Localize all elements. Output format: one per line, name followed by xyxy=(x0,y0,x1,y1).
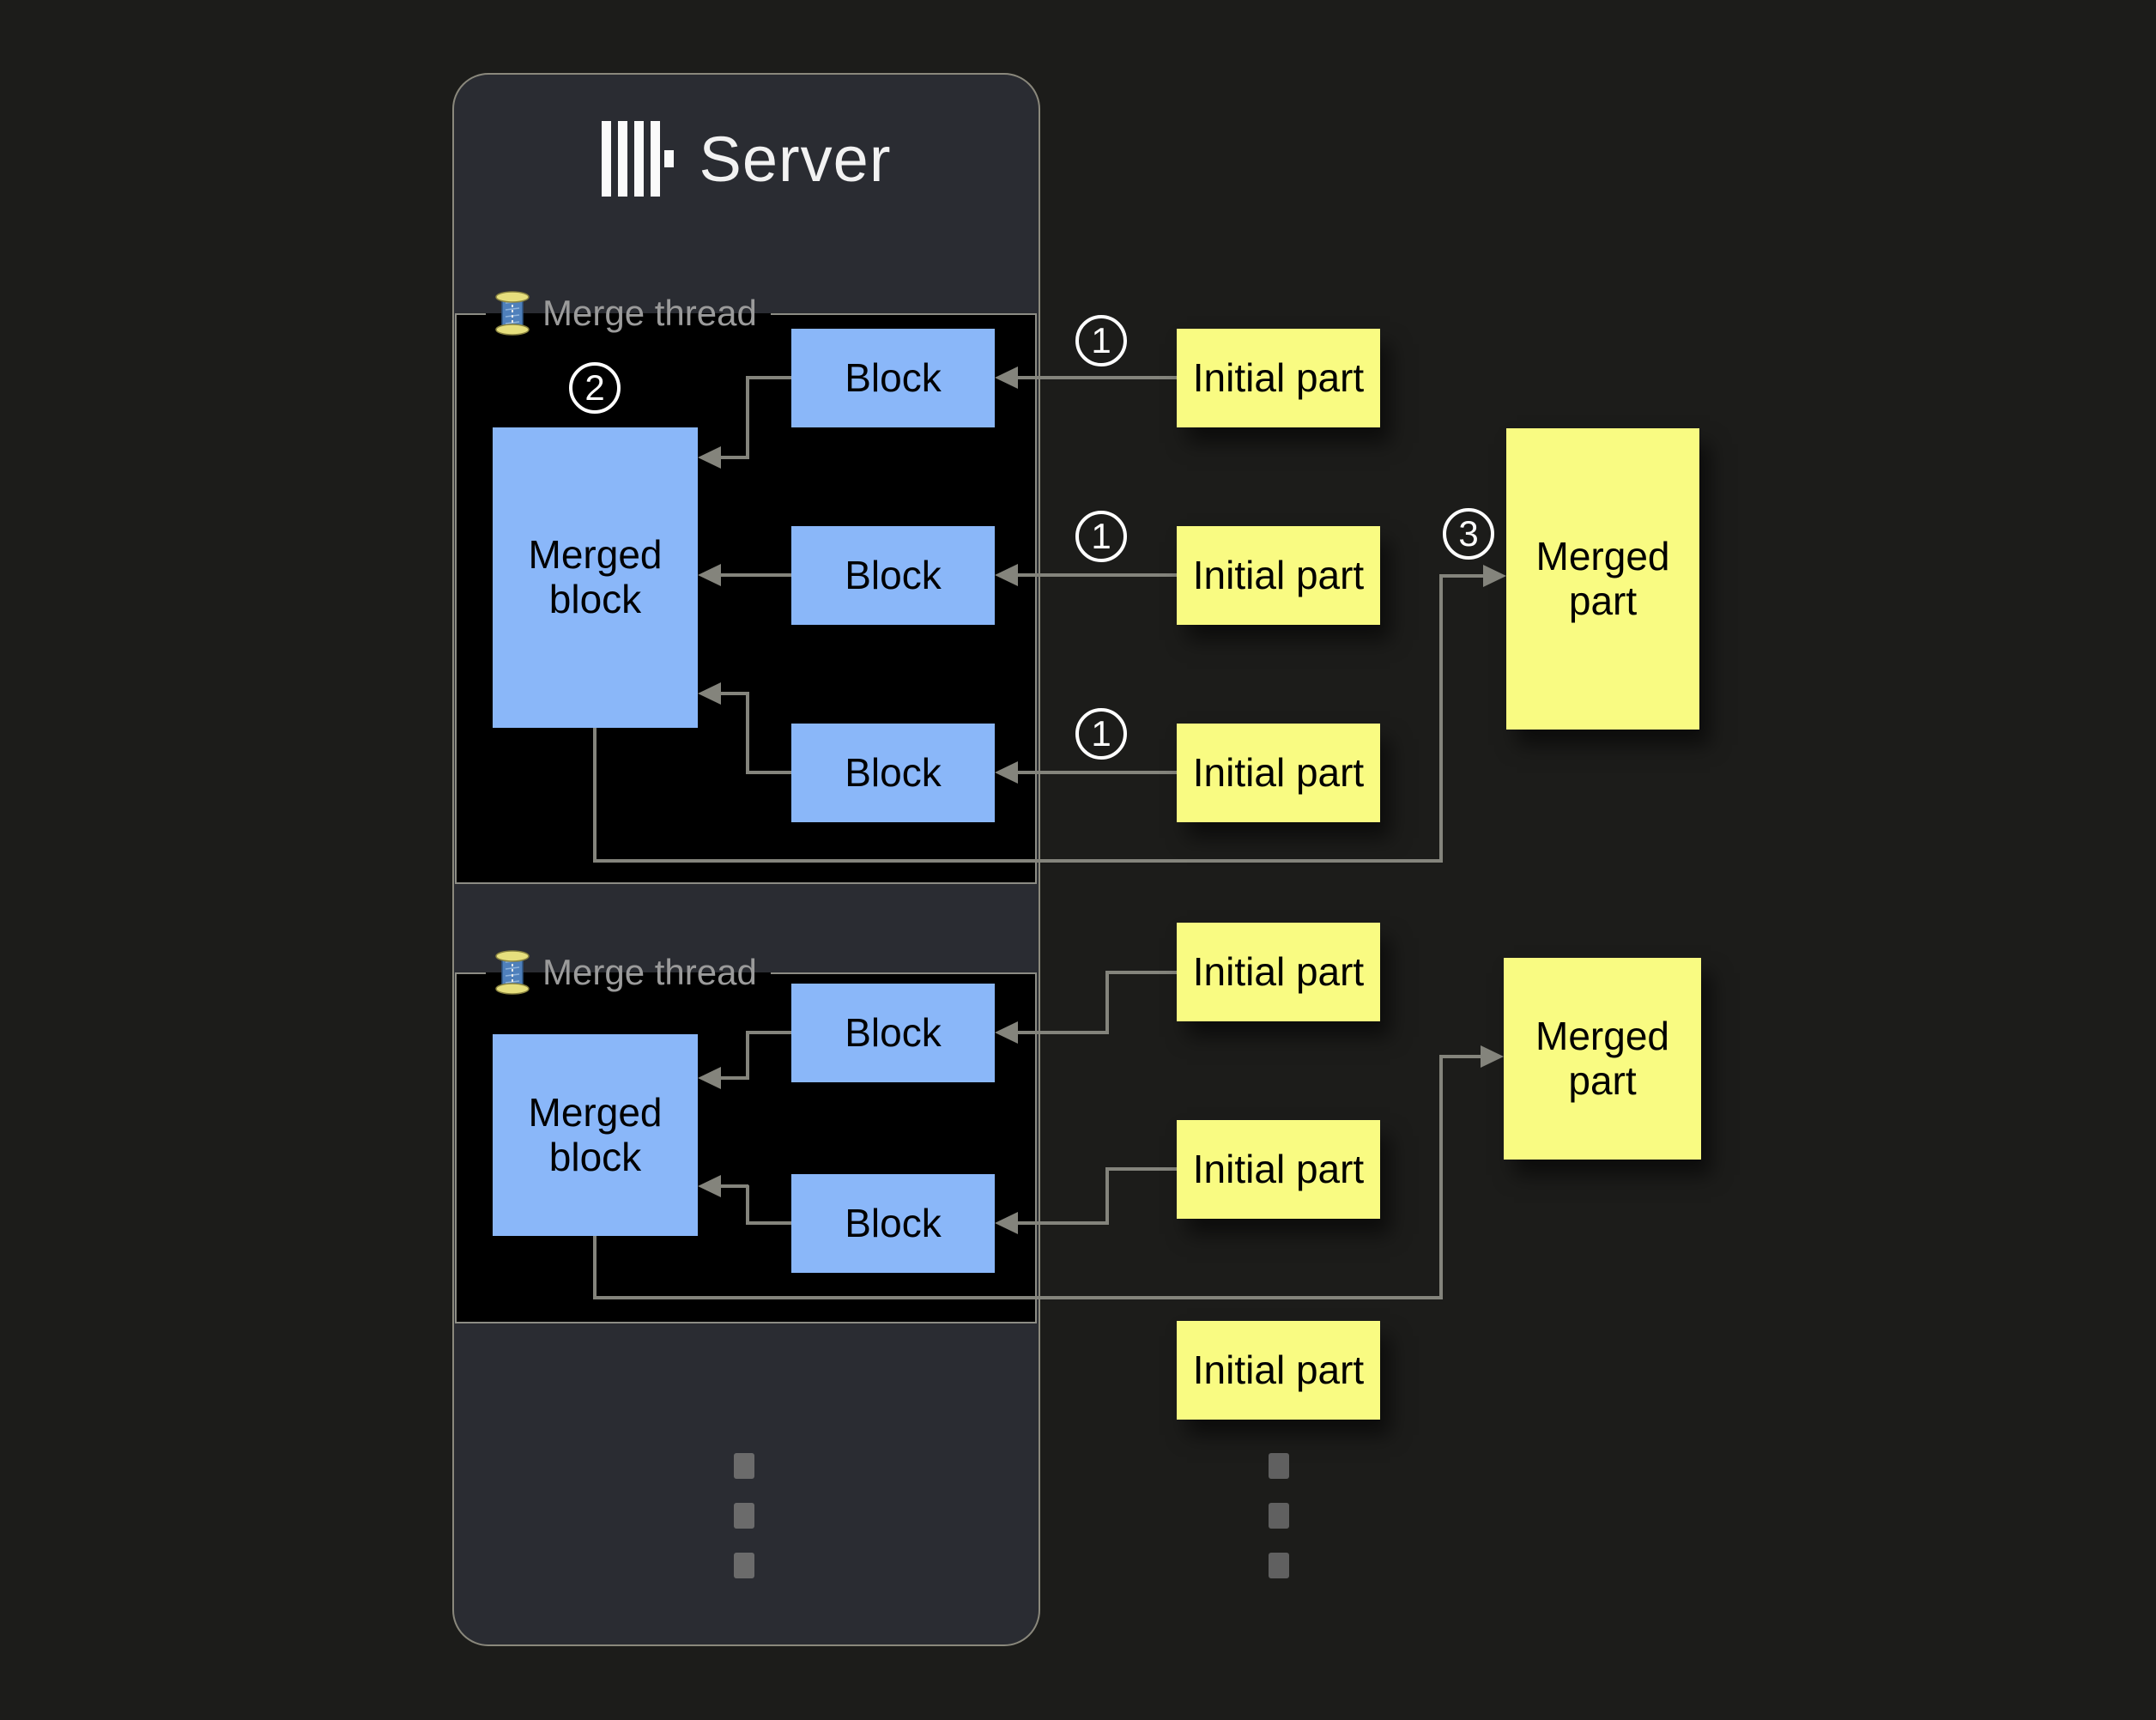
initial-part-box: Initial part xyxy=(1177,1120,1380,1219)
initial-part-box: Initial part xyxy=(1177,329,1380,427)
thread-spool-icon xyxy=(495,950,530,995)
server-title: Server xyxy=(699,123,892,195)
connector-line xyxy=(1015,1031,1109,1034)
merged-block-label: Merged block xyxy=(528,532,663,621)
connector-line xyxy=(1015,771,1178,774)
step-3-badge: 3 xyxy=(1443,508,1494,560)
arrowhead-left-icon xyxy=(698,682,721,705)
connector-line xyxy=(746,376,749,459)
merged-part-box: Merged part xyxy=(1504,958,1701,1160)
initial-part-box: Initial part xyxy=(1177,923,1380,1021)
connector-line xyxy=(1015,376,1178,379)
arrowhead-left-icon xyxy=(698,1175,721,1197)
connector-line xyxy=(719,1076,748,1080)
connector-line xyxy=(1105,971,1109,1034)
connector-line xyxy=(593,728,597,863)
initial-part-label: Initial part xyxy=(1192,1146,1365,1191)
block-box: Block xyxy=(791,329,995,427)
arrowhead-left-icon xyxy=(995,1021,1018,1044)
connector-line xyxy=(1015,573,1178,577)
connector-line xyxy=(746,1031,749,1080)
connector-line xyxy=(1105,1167,1178,1171)
merged-part-box: Merged part xyxy=(1506,428,1699,730)
arrowhead-right-icon xyxy=(1483,565,1506,587)
step-number: 2 xyxy=(584,367,605,408)
connector-line xyxy=(593,1236,597,1299)
ellipsis-dot xyxy=(734,1553,754,1578)
connector-line xyxy=(719,692,748,695)
block-label: Block xyxy=(845,749,942,795)
merge-thread-legend: Merge thread xyxy=(486,286,771,341)
clickhouse-logo-icon xyxy=(601,121,674,197)
initial-part-box: Initial part xyxy=(1177,526,1380,625)
connector-line xyxy=(719,573,793,577)
merge-thread-label: Merge thread xyxy=(542,293,757,333)
block-box: Block xyxy=(791,724,995,822)
connector-line xyxy=(746,692,749,774)
merged-part-label: Merged part xyxy=(1535,533,1670,623)
arrowhead-left-icon xyxy=(995,761,1018,784)
connector-line xyxy=(1015,1221,1109,1225)
ellipsis-dot xyxy=(1269,1453,1289,1479)
ellipsis-dot xyxy=(1269,1503,1289,1529)
connector-line xyxy=(1439,574,1485,578)
arrowhead-left-icon xyxy=(698,446,721,469)
initial-part-box: Initial part xyxy=(1177,1321,1380,1420)
merge-thread-label: Merge thread xyxy=(542,952,757,992)
ellipsis-dot xyxy=(734,1503,754,1529)
connector-line xyxy=(719,1184,748,1188)
arrowhead-left-icon xyxy=(995,564,1018,586)
ellipsis-dot xyxy=(1269,1553,1289,1578)
step-number: 1 xyxy=(1091,516,1111,556)
initial-part-box: Initial part xyxy=(1177,724,1380,822)
block-box: Block xyxy=(791,526,995,625)
merged-part-label: Merged part xyxy=(1535,1013,1669,1103)
connector-line xyxy=(593,859,1443,863)
initial-part-label: Initial part xyxy=(1192,749,1365,795)
connector-line xyxy=(1105,1167,1109,1225)
merged-block-label: Merged block xyxy=(528,1089,663,1179)
connector-line xyxy=(746,1185,749,1225)
block-box: Block xyxy=(791,984,995,1082)
block-label: Block xyxy=(845,552,942,597)
merged-block-box: Merged block xyxy=(493,1034,698,1236)
thread-spool-icon xyxy=(495,291,530,336)
connector-line xyxy=(1439,574,1443,863)
initial-part-label: Initial part xyxy=(1192,948,1365,994)
initial-part-label: Initial part xyxy=(1192,354,1365,400)
block-box: Block xyxy=(791,1174,995,1273)
connector-line xyxy=(747,1221,793,1225)
connector-line xyxy=(747,1031,793,1034)
arrowhead-left-icon xyxy=(995,366,1018,389)
connector-line xyxy=(747,376,793,379)
connector-line xyxy=(1439,1055,1485,1058)
server-header: Server xyxy=(452,103,1040,215)
arrowhead-right-icon xyxy=(1481,1045,1504,1068)
block-label: Block xyxy=(845,1200,942,1245)
step-number: 1 xyxy=(1091,713,1111,754)
initial-part-label: Initial part xyxy=(1192,552,1365,597)
merge-thread-legend: Merge thread xyxy=(486,945,771,1000)
merged-block-box: Merged block xyxy=(493,427,698,728)
connector-line xyxy=(747,771,793,774)
step-number: 1 xyxy=(1091,320,1111,360)
connector-line xyxy=(719,456,748,459)
step-2-badge: 2 xyxy=(569,362,621,414)
step-1-badge: 1 xyxy=(1075,511,1127,562)
arrowhead-left-icon xyxy=(698,1067,721,1089)
connector-line xyxy=(593,1296,1443,1299)
block-label: Block xyxy=(845,1009,942,1055)
ellipsis-dot xyxy=(734,1453,754,1479)
arrowhead-left-icon xyxy=(995,1212,1018,1234)
arrowhead-left-icon xyxy=(698,564,721,586)
step-number: 3 xyxy=(1458,513,1479,554)
step-1-badge: 1 xyxy=(1075,315,1127,366)
connector-line xyxy=(1439,1055,1443,1299)
step-1-badge: 1 xyxy=(1075,708,1127,760)
initial-part-label: Initial part xyxy=(1192,1347,1365,1392)
block-label: Block xyxy=(845,354,942,400)
connector-line xyxy=(1105,971,1178,974)
